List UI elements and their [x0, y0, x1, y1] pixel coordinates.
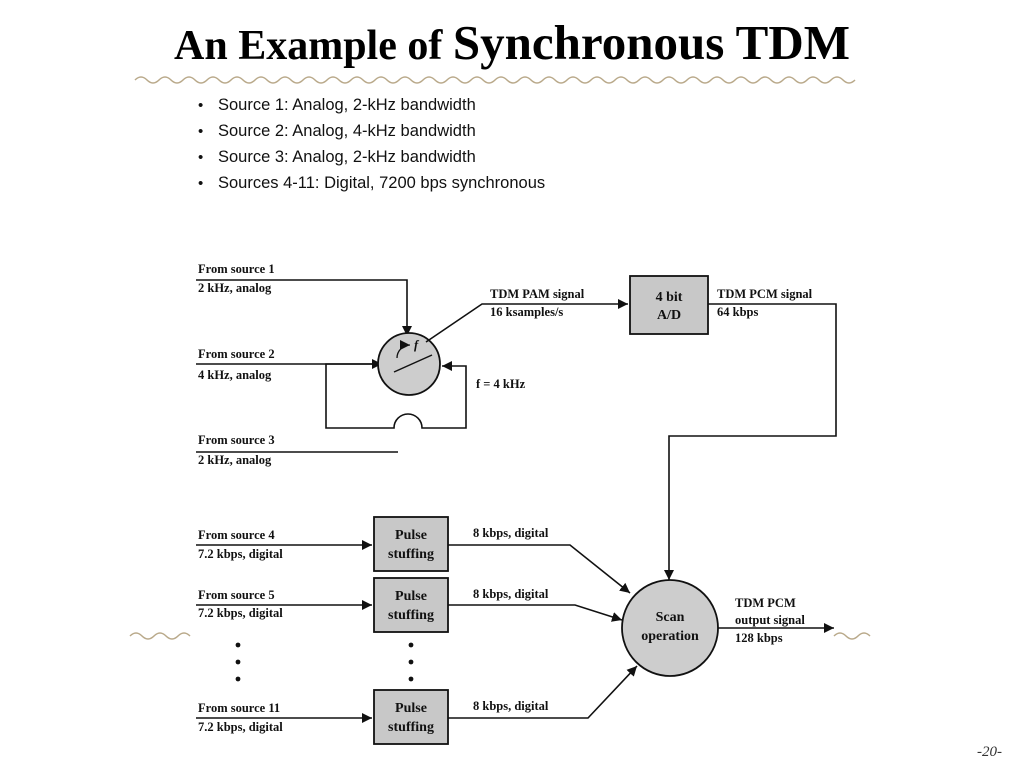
source-bullet-list: Source 1: Analog, 2-kHz bandwidth Source…: [198, 92, 545, 196]
pulse-stuffing-4-line2: stuffing: [388, 547, 434, 562]
commutator-rate: f = 4 kHz: [476, 377, 526, 391]
pam-signal-label: TDM PAM signal: [490, 287, 585, 301]
digital-11-line: [448, 665, 638, 719]
pam-rate-label: 16 ksamples/s: [490, 305, 563, 319]
pulse-stuffing-11-line1: Pulse: [395, 701, 427, 716]
commutator-arm: [393, 354, 433, 373]
title-part1: An Example of: [174, 23, 453, 69]
pulse-stuffing-box-5: [373, 577, 449, 633]
digital-5-rate: 8 kbps, digital: [473, 587, 549, 601]
pulse-stuffing-box-11: [373, 689, 449, 745]
source-1-line: [196, 279, 412, 336]
pulse-stuffing-11-line2: stuffing: [388, 720, 434, 735]
source-5-desc: 7.2 kbps, digital: [198, 606, 283, 620]
pcm-line: [664, 303, 837, 580]
title-divider-wave: [134, 76, 856, 84]
ad-box-line1: 4 bit: [656, 290, 683, 305]
pulse-stuffing-5-line2: stuffing: [388, 608, 434, 623]
rotation-arrow-icon: [396, 340, 411, 359]
commutator-label: f: [414, 338, 420, 352]
digital-11-rate: 8 kbps, digital: [473, 699, 549, 713]
right-divider-wave: [833, 632, 871, 640]
slide-title: An Example of Synchronous TDM: [0, 18, 1024, 67]
source-1-desc: 2 kHz, analog: [198, 281, 272, 295]
ad-box-line2: A/D: [657, 308, 681, 323]
source-3-name: From source 3: [198, 433, 275, 447]
scan-line1: Scan: [656, 610, 685, 625]
bullet-source-1: Source 1: Analog, 2-kHz bandwidth: [198, 92, 545, 118]
source-1-name: From source 1: [198, 262, 275, 276]
source-11-desc: 7.2 kbps, digital: [198, 720, 283, 734]
bullet-source-3: Source 3: Analog, 2-kHz bandwidth: [198, 144, 545, 170]
digital-4-line: [448, 544, 631, 594]
source-4-name: From source 4: [198, 528, 275, 542]
bullet-sources-4-11: Sources 4-11: Digital, 7200 bps synchron…: [198, 170, 545, 196]
pcm-signal-label: TDM PCM signal: [717, 287, 813, 301]
output-label-2: output signal: [735, 613, 805, 627]
pulse-stuffing-4-line1: Pulse: [395, 528, 427, 543]
left-divider-wave: [129, 632, 191, 640]
commutator-switch: [377, 332, 441, 396]
output-label-1: TDM PCM: [735, 596, 796, 610]
source-3-desc: 2 kHz, analog: [198, 453, 272, 467]
source-5-name: From source 5: [198, 588, 275, 602]
ellipsis-dots-sources: [235, 642, 241, 682]
source-2-desc: 4 kHz, analog: [198, 368, 272, 382]
source-11-name: From source 11: [198, 701, 280, 715]
pulse-stuffing-box-4: [373, 516, 449, 572]
output-label-3: 128 kbps: [735, 631, 783, 645]
source-4-desc: 7.2 kbps, digital: [198, 547, 283, 561]
digital-4-rate: 8 kbps, digital: [473, 526, 549, 540]
bullet-source-2: Source 2: Analog, 4-kHz bandwidth: [198, 118, 545, 144]
scan-operation-circle: [621, 579, 719, 677]
ellipsis-dots-boxes: [408, 642, 414, 682]
source-2-name: From source 2: [198, 347, 275, 361]
pulse-stuffing-5-line1: Pulse: [395, 589, 427, 604]
ad-converter-box: [629, 275, 709, 335]
title-part2: Synchronous TDM: [452, 15, 850, 70]
pcm-rate-label: 64 kbps: [717, 305, 758, 319]
pam-line: [425, 299, 628, 343]
scan-line2: operation: [641, 629, 699, 644]
page-number: -20-: [977, 744, 1002, 760]
digital-5-line: [448, 604, 623, 622]
commutator-feedback-loop: [325, 361, 467, 429]
